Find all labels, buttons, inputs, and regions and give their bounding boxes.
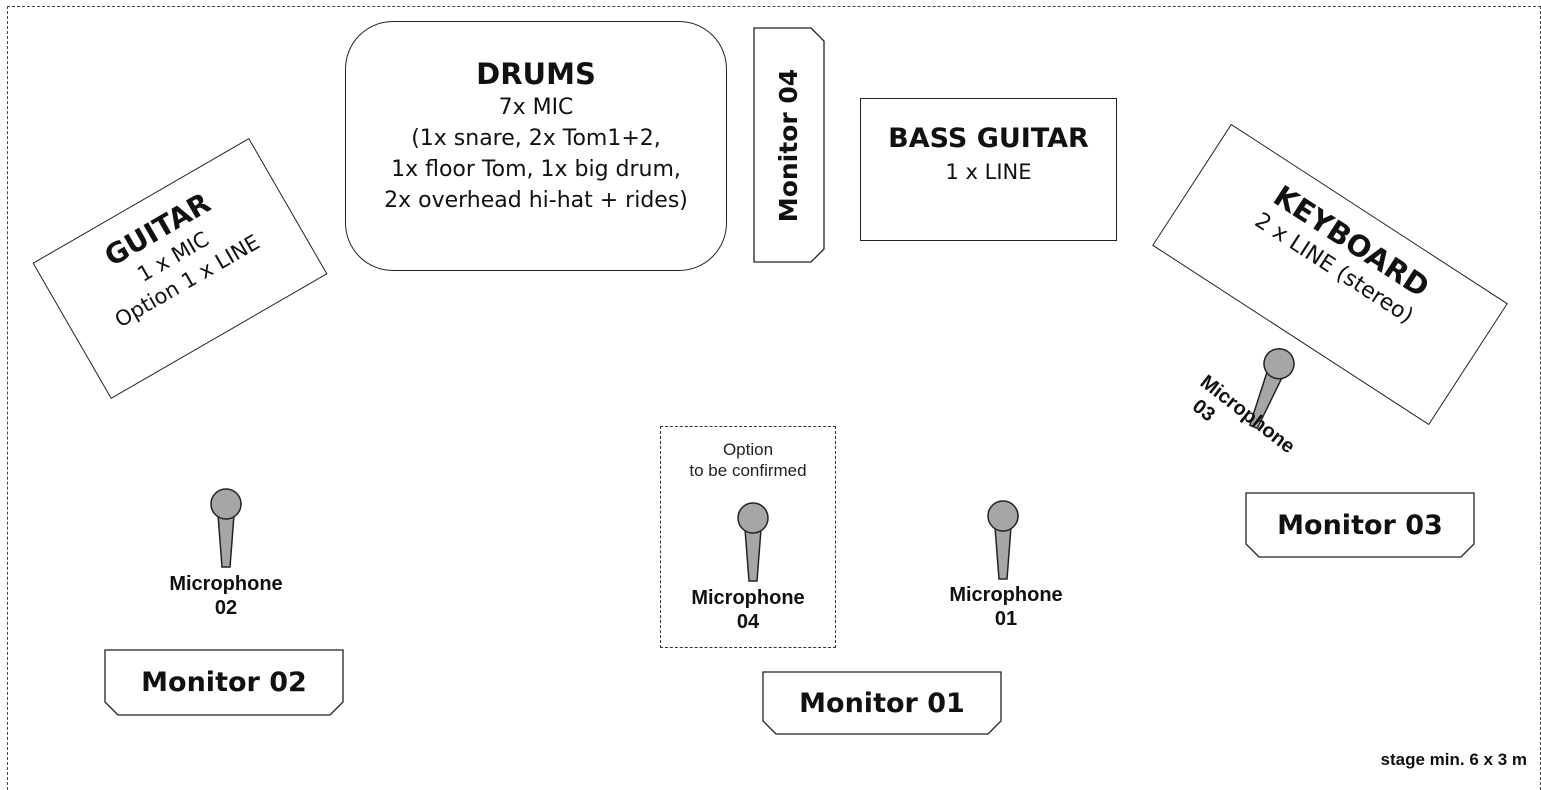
- bass-guitar-line: 1 x LINE: [945, 160, 1032, 184]
- monitor-04: Monitor 04: [753, 27, 825, 263]
- monitor-03-label: Monitor 03: [1277, 509, 1443, 541]
- stage-size-note: stage min. 6 x 3 m: [1380, 750, 1527, 769]
- drums-line: 1x floor Tom, 1x big drum,: [391, 157, 681, 182]
- drums-line: 7x MIC: [498, 95, 574, 120]
- microphone-01-icon: [983, 499, 1023, 581]
- microphone-04-icon: [733, 501, 773, 583]
- microphone-01-label: Microphone 01: [949, 584, 1063, 630]
- monitor-01-label: Monitor 01: [799, 687, 965, 719]
- option-box: Option to be confirmed: [660, 426, 836, 648]
- microphone-03-icon: [1240, 336, 1300, 436]
- drums-line: 2x overhead hi-hat + rides): [384, 188, 688, 213]
- drums-title: DRUMS: [476, 57, 596, 91]
- monitor-04-label: Monitor 04: [774, 68, 804, 222]
- monitor-02: Monitor 02: [104, 649, 344, 716]
- option-line: to be confirmed: [689, 461, 807, 480]
- drums-box: DRUMS 7x MIC (1x snare, 2x Tom1+2, 1x fl…: [345, 21, 727, 271]
- bass-guitar-title: BASS GUITAR: [888, 123, 1089, 154]
- bass-guitar-box: BASS GUITAR 1 x LINE: [860, 98, 1117, 241]
- microphone-04-label: Microphone 04: [691, 587, 805, 633]
- microphone-02-label: Microphone 02: [169, 573, 283, 619]
- monitor-02-label: Monitor 02: [141, 667, 307, 698]
- microphone-02-icon: [206, 487, 246, 569]
- monitor-03: Monitor 03: [1245, 492, 1475, 558]
- option-line: Option: [722, 440, 774, 459]
- drums-line: (1x snare, 2x Tom1+2,: [411, 126, 661, 151]
- monitor-01: Monitor 01: [762, 671, 1002, 735]
